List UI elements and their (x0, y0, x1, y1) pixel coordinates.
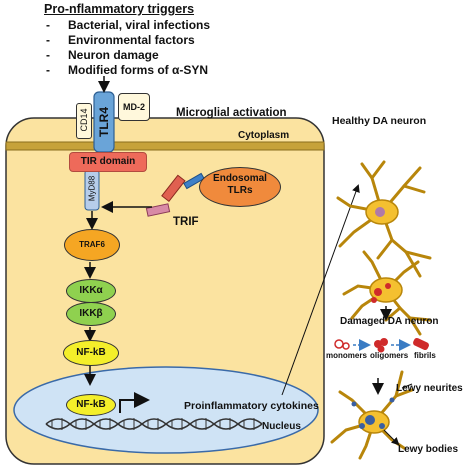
cd14-box: CD14 (76, 103, 92, 139)
myd88-label: MyD88 (87, 175, 97, 202)
trigger-item: -Bacterial, viral infections (46, 18, 211, 32)
tlr4-label-wrap: TLR4 (93, 105, 115, 139)
tlr4-label: TLR4 (97, 107, 111, 137)
trigger-label: Modified forms of α-SYN (68, 63, 209, 77)
md2-box: MD-2 (118, 93, 150, 121)
nucleus-ellipse (13, 366, 319, 454)
trigger-label: Environmental factors (68, 33, 195, 47)
cd14-label: CD14 (79, 108, 89, 132)
membrane-band (5, 141, 325, 151)
fibrils-icon (413, 337, 429, 351)
lewy-neurites-label: Lewy neurites (396, 383, 463, 394)
trigger-item: -Modified forms of α-SYN (46, 63, 209, 77)
nucleus-label: Nucleus (262, 421, 301, 432)
trigger-label: Neuron damage (68, 48, 159, 62)
endosomal-stem (183, 172, 205, 190)
monomers-label: monomers (326, 351, 367, 360)
endosomal-tlrs-label: Endosomal TLRs (213, 173, 267, 196)
trigger-item: -Environmental factors (46, 33, 195, 47)
myd88-label-wrap: MyD88 (85, 170, 99, 210)
oligomers-label: oligomers (370, 351, 409, 360)
trigger-item: -Neuron damage (46, 48, 159, 62)
monomers-icon (334, 339, 350, 350)
trif-label: TRIF (173, 216, 199, 228)
trif-shape-pink (145, 203, 171, 217)
oligomers-icon (374, 338, 388, 353)
cytokines-label: Proinflammatory cytokines (184, 400, 319, 412)
endosomal-tlrs-ellipse: Endosomal TLRs (199, 167, 281, 207)
damaged-neuron-label: Damaged DA neuron (340, 316, 439, 327)
cytoplasm-label: Cytoplasm (238, 130, 290, 141)
ikka-node: IKKα (66, 279, 116, 303)
nfkb-nucleus-node: NF-kB (66, 394, 116, 416)
nfkb-cytoplasm-node: NF-kB (63, 340, 119, 366)
trif-shape-red (161, 174, 186, 203)
microglial-activation-label: Microglial activation (176, 107, 287, 119)
lewy-bodies-label: Lewy bodies (398, 444, 459, 455)
healthy-neuron-label: Healthy DA neuron (332, 115, 427, 127)
dna-helix (45, 418, 263, 430)
trigger-label: Bacterial, viral infections (68, 18, 211, 32)
triggers-title: Pro-nflammatory triggers (44, 2, 195, 16)
traf6-node: TRAF6 (64, 229, 120, 261)
tir-domain-box: TIR domain (69, 152, 147, 172)
fibrils-label: fibrils (414, 351, 436, 360)
ikkb-node: IKKβ (66, 302, 116, 326)
